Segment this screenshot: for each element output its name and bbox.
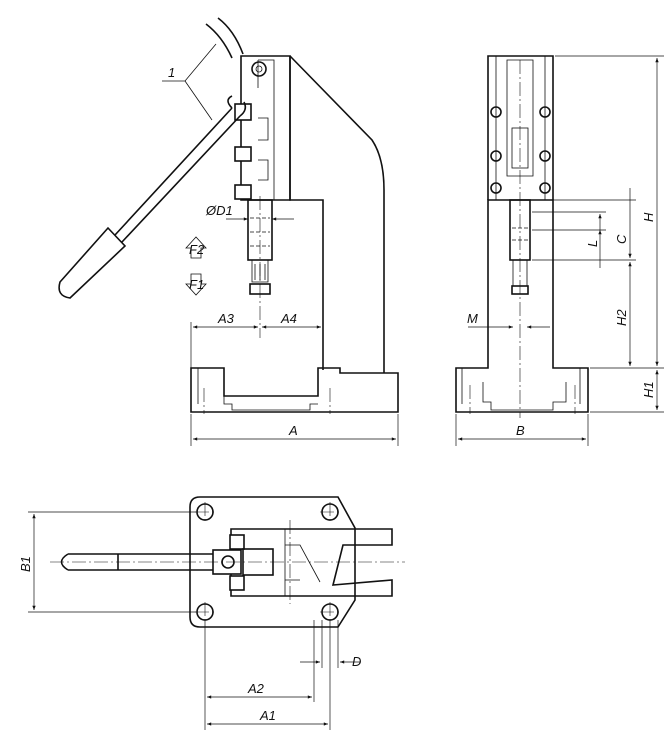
a2-label: A2 bbox=[247, 681, 265, 696]
callout-label: 1 bbox=[168, 65, 175, 80]
lever-grip bbox=[58, 226, 127, 299]
top-base-plate bbox=[189, 496, 356, 628]
side-bolt-5 bbox=[490, 182, 502, 194]
side-body bbox=[455, 199, 589, 413]
front-base bbox=[190, 367, 399, 413]
top-fork-inner bbox=[284, 529, 321, 596]
side-bolt-6 bbox=[539, 182, 551, 194]
top-view bbox=[28, 496, 405, 730]
side-base-recess bbox=[461, 368, 581, 411]
f2-label: F2 bbox=[189, 242, 205, 257]
c-label: C bbox=[614, 234, 629, 244]
front-base-recess bbox=[197, 368, 318, 411]
d-label: D bbox=[352, 654, 361, 669]
front-clamp-block-3 bbox=[234, 184, 252, 200]
lever-upper-1 bbox=[217, 17, 244, 55]
a1-label: A1 bbox=[259, 708, 276, 723]
front-ram-tip bbox=[251, 259, 269, 283]
b1-label: B1 bbox=[18, 556, 33, 572]
callout-leader bbox=[162, 43, 217, 121]
side-housing-inner bbox=[495, 56, 546, 200]
front-housing-slot bbox=[257, 59, 275, 200]
a4-label: A4 bbox=[280, 311, 297, 326]
top-hole-centerlines bbox=[195, 502, 340, 622]
a-label: A bbox=[288, 423, 298, 438]
front-clamp-block-2 bbox=[234, 146, 252, 162]
b-label: B bbox=[516, 423, 525, 438]
lever-bend bbox=[227, 95, 247, 117]
f1-arrow-icon bbox=[185, 273, 207, 296]
f2-arrow-icon bbox=[185, 236, 207, 259]
side-housing bbox=[487, 55, 554, 200]
f1-label: F1 bbox=[189, 277, 204, 292]
side-bolt-2 bbox=[539, 106, 551, 118]
side-bolt-3 bbox=[490, 150, 502, 162]
lever-upper-2 bbox=[205, 23, 233, 59]
l-label: L bbox=[585, 240, 600, 247]
top-bolt-2 bbox=[229, 575, 245, 591]
h2-label: H2 bbox=[614, 309, 629, 326]
top-bolt-1 bbox=[229, 534, 245, 550]
front-rack-teeth bbox=[258, 117, 269, 181]
front-pivot-circle bbox=[251, 61, 267, 77]
dimension-labels: 1 ØD1 F2 F1 A3 A4 A M B H H2 H1 C L B1 D… bbox=[18, 65, 656, 723]
front-pivot-inner bbox=[255, 65, 263, 73]
front-view bbox=[58, 17, 399, 446]
m-label: M bbox=[467, 311, 478, 326]
front-housing bbox=[240, 55, 291, 201]
side-bolt-4 bbox=[539, 150, 551, 162]
side-bolt-1 bbox=[490, 106, 502, 118]
side-view bbox=[455, 55, 664, 446]
top-housing-fork bbox=[230, 528, 393, 597]
a3-label: A3 bbox=[217, 311, 235, 326]
front-column-outer bbox=[289, 55, 385, 373]
h1-label: H1 bbox=[641, 381, 656, 398]
lever-shaft bbox=[114, 107, 241, 243]
h-label: H bbox=[641, 212, 656, 222]
d1-label: ØD1 bbox=[205, 203, 233, 218]
top-handle bbox=[60, 553, 213, 571]
